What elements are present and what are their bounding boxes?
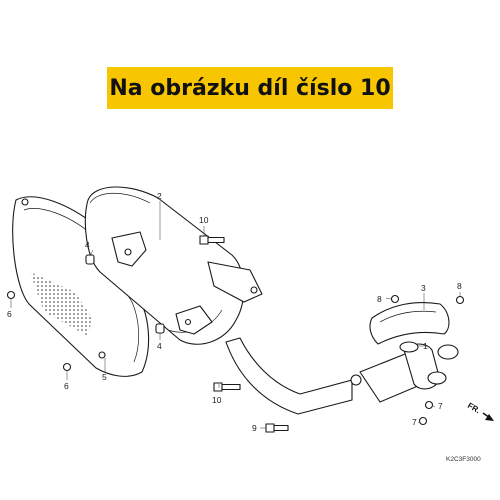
screw-6-lower[interactable] <box>62 362 72 372</box>
callout-8-left: 8 <box>377 294 382 304</box>
callout-6-upper: 6 <box>7 309 12 319</box>
callout-6-lower: 6 <box>64 381 69 391</box>
callout-1: 1 <box>423 341 428 351</box>
bolt-10-lower[interactable] <box>213 382 241 392</box>
callout-7-right: 7 <box>438 401 443 411</box>
muffler[interactable] <box>84 186 263 345</box>
bolt-10-upper[interactable] <box>199 235 225 245</box>
callout-10-lower: 10 <box>212 395 222 405</box>
screw-8-right[interactable] <box>455 295 465 305</box>
callout-3: 3 <box>421 283 426 293</box>
leader-lines <box>10 201 461 429</box>
callout-4-upper: 4 <box>85 240 90 250</box>
exhaust-gasket[interactable] <box>399 341 419 353</box>
rubber-mount-4-upper[interactable] <box>85 254 95 265</box>
banner-text: Na obrázku díl číslo 10 <box>109 75 391 101</box>
callout-8-right: 8 <box>457 281 462 291</box>
exhaust-pipe-protector[interactable] <box>369 301 450 345</box>
screw-6-upper[interactable] <box>6 290 16 300</box>
callout-7-bottom: 7 <box>412 417 417 427</box>
screw-7-bottom[interactable] <box>418 416 428 426</box>
callout-9: 9 <box>252 423 257 433</box>
front-direction-arrow-icon <box>482 412 494 421</box>
part-number-banner: Na obrázku díl číslo 10 <box>107 67 393 109</box>
screw-7-right[interactable] <box>424 400 434 410</box>
heat-protector-cover[interactable] <box>12 196 150 377</box>
rubber-mount-4-lower[interactable] <box>155 323 165 334</box>
front-direction-label: FR. <box>466 401 482 415</box>
callout-10-upper: 10 <box>199 215 209 225</box>
screw-8-left[interactable] <box>390 294 400 304</box>
callout-2: 2 <box>157 191 162 201</box>
callout-4-lower: 4 <box>157 341 162 351</box>
diagram-code: K2C3F3000 <box>446 456 481 463</box>
bolt-9[interactable] <box>265 423 289 433</box>
callout-5: 5 <box>102 372 107 382</box>
